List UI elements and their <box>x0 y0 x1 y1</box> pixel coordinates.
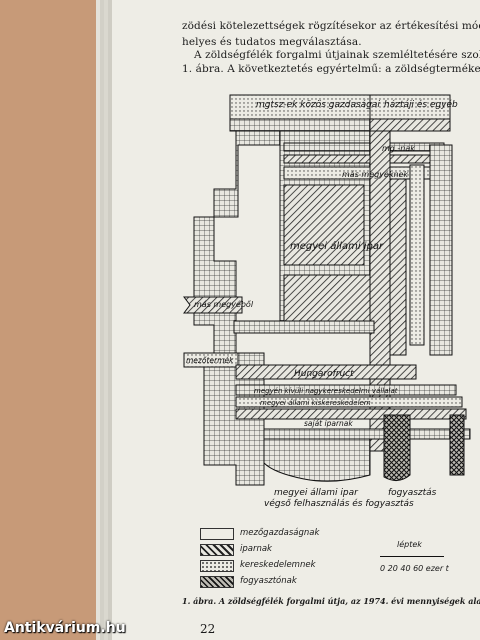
legend-item-kereskedelem: kereskedelemnek <box>240 560 316 570</box>
label-mas-megyeknek: más megyéknek <box>342 169 408 179</box>
label-hungarofruct: Hungarofruct <box>294 369 354 379</box>
source-cooperatives <box>229 94 371 120</box>
label-sajat-iparnak: saját iparnak <box>304 419 353 428</box>
legend-swatch-diagonal <box>200 544 234 556</box>
page-edge <box>104 0 108 640</box>
book-page: zödési kötelezettségek rögzítésekor az é… <box>112 0 480 640</box>
label-cooperatives: mgtsz-ek közös gazdaságai <box>256 100 380 110</box>
figure-caption: 1. ábra. A zöldségfélék forgalmi útja, a… <box>182 596 480 606</box>
label-mas-megyebol: más megyéből <box>194 299 254 309</box>
label-mg-nak: mg.-nak <box>382 144 415 153</box>
flow-diagram: mgtsz-ek közös gazdaságai háztáji és egy… <box>183 94 471 498</box>
watermark-logo: Antikvárium.hu <box>4 620 126 636</box>
label-bottom-ipar: megyei állami ipar <box>274 488 359 498</box>
legend-item-fogyaszto: fogyasztónak <box>240 576 297 586</box>
legend-swatch-dots <box>200 560 234 572</box>
legend-item-mezogazdasag: mezőgazdaságnak <box>240 528 320 538</box>
label-megyei-kisker: megyei állami kiskereskedelem <box>260 399 371 407</box>
page-edge <box>100 0 104 640</box>
legend-swatch-cross <box>200 576 234 588</box>
body-text-line: zödési kötelezettségek rögzítésekor az é… <box>182 20 480 32</box>
scale-ticks: 0 20 40 60 ezer t <box>380 564 449 573</box>
legend-swatch-grid <box>200 528 234 540</box>
body-text-line: A zöldségfélék forgalmi útjainak szemlél… <box>194 49 480 61</box>
label-megyen-kivuli: megyén kívüli nagykereskedelmi vállalat <box>254 387 398 395</box>
page-number: 22 <box>200 622 216 636</box>
scale-title: léptek <box>397 540 422 549</box>
label-megyei-allami-ipar: megyei állami ipar <box>290 240 384 252</box>
body-text-line: 1. ábra. A következtetés egyértelmű: a z… <box>182 63 480 75</box>
label-mezotermek: mezőtermék <box>186 356 234 365</box>
legend-item-iparnak: iparnak <box>240 544 272 554</box>
page-edge <box>108 0 112 640</box>
scale-bar <box>380 556 444 557</box>
svg-text:végső felhasználás és fogyaszt: végső felhasználás és fogyasztás <box>264 498 414 509</box>
body-text-line: helyes és tudatos megválasztása. <box>182 36 362 48</box>
bottom-caption-label: végső felhasználás és fogyasztás <box>264 498 414 509</box>
label-bottom-fogyasztas: fogyasztás <box>388 488 437 498</box>
label-household: háztáji és egyéb <box>384 99 458 110</box>
